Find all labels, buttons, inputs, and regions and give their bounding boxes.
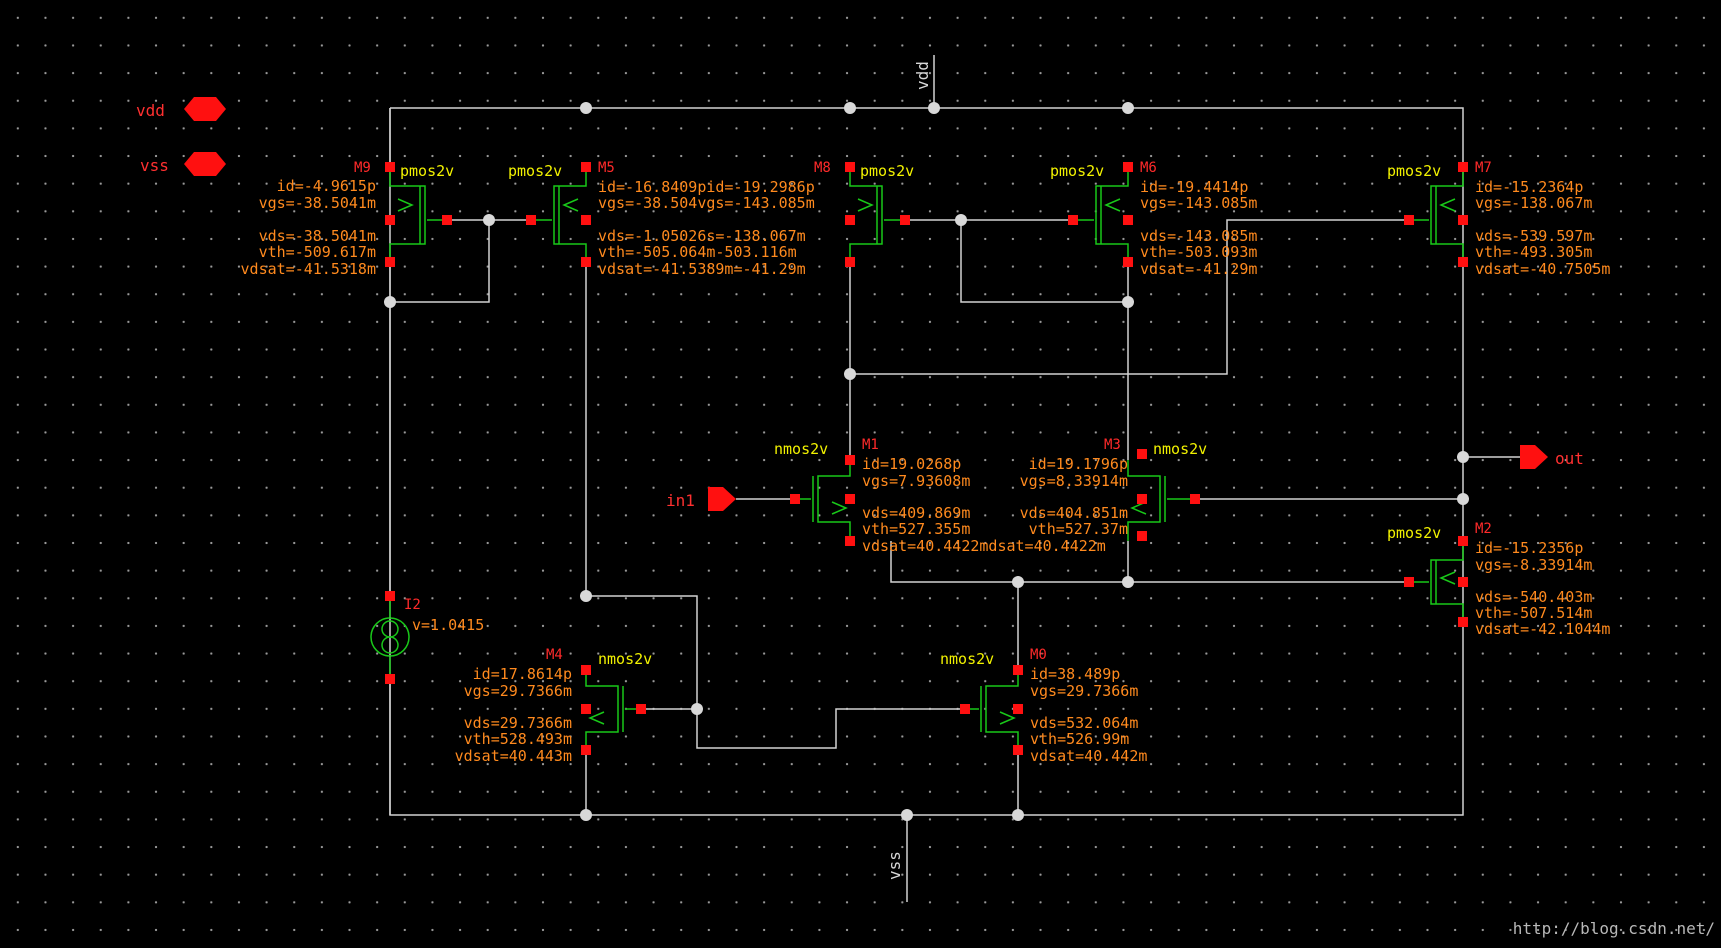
- m7-type: pmos2v: [1387, 162, 1441, 180]
- svg-text:vgs=8.33914m: vgs=8.33914m: [1020, 472, 1128, 490]
- svg-text:vth=-509.617m: vth=-509.617m: [259, 243, 376, 261]
- m7-name: M7: [1475, 160, 1492, 176]
- svg-text:id=-15.2364p: id=-15.2364p: [1475, 178, 1583, 196]
- svg-text:vdsat=-41.29m: vdsat=-41.29m: [1140, 260, 1257, 278]
- svg-text:vdsat=40.443m: vdsat=40.443m: [455, 747, 572, 765]
- junctions: [384, 102, 1469, 821]
- svg-text:id=38.489p: id=38.489p: [1030, 665, 1120, 683]
- svg-text:vth=-507.514m: vth=-507.514m: [1475, 604, 1592, 622]
- out-pin[interactable]: out: [1520, 445, 1584, 469]
- svg-text:id=-15.2356p: id=-15.2356p: [1475, 539, 1583, 557]
- svg-text:vth=-493.305m: vth=-493.305m: [1475, 243, 1592, 261]
- svg-text:vds=-1.05026s=-138.067m: vds=-1.05026s=-138.067m: [598, 227, 806, 245]
- svg-text:vdsat=-41.5318m: vdsat=-41.5318m: [241, 260, 376, 278]
- m8-type: pmos2v: [860, 162, 914, 180]
- in1-pin[interactable]: in1: [666, 487, 736, 511]
- svg-text:id=-16.8409pid=-19.2986p: id=-16.8409pid=-19.2986p: [598, 178, 815, 196]
- transistor-m6[interactable]: M6 pmos2v id=-19.4414p vgs=-143.085m vds…: [1050, 160, 1257, 278]
- svg-text:vds=404.851m: vds=404.851m: [1020, 504, 1128, 522]
- m0-name: M0: [1030, 647, 1047, 663]
- transistor-m8[interactable]: M8 pmos2v: [814, 160, 914, 267]
- svg-text:vgs=-138.067m: vgs=-138.067m: [1475, 194, 1592, 212]
- svg-text:vds=-540.403m: vds=-540.403m: [1475, 588, 1592, 606]
- svg-text:vgs=-38.5041m: vgs=-38.5041m: [259, 194, 376, 212]
- current-source-i2[interactable]: I2 v=1.0415: [370, 591, 484, 684]
- m3-name: M3: [1104, 437, 1121, 453]
- svg-text:vds=-38.5041m: vds=-38.5041m: [259, 227, 376, 245]
- m9-type: pmos2v: [400, 162, 454, 180]
- vss-pin[interactable]: vss: [140, 152, 226, 176]
- watermark: http://blog.csdn.net/: [1513, 919, 1715, 938]
- m8-name: M8: [814, 160, 831, 176]
- transistor-m3[interactable]: M3 nmos2v id=19.1796p vgs=8.33914m vds=4…: [1020, 437, 1208, 541]
- i2-name: I2: [404, 597, 421, 613]
- svg-text:id=19.1796p: id=19.1796p: [1029, 455, 1128, 473]
- m1-name: M1: [862, 437, 879, 453]
- svg-text:vdsat=-42.1044m: vdsat=-42.1044m: [1475, 620, 1610, 638]
- svg-text:vdsat=-41.5389m=-41.29m: vdsat=-41.5389m=-41.29m: [598, 260, 806, 278]
- svg-text:id=17.8614p: id=17.8614p: [473, 665, 572, 683]
- svg-text:vds=532.064m: vds=532.064m: [1030, 714, 1138, 732]
- svg-text:vds=409.869m: vds=409.869m: [862, 504, 970, 522]
- m6-type: pmos2v: [1050, 162, 1104, 180]
- m5-type: pmos2v: [508, 162, 562, 180]
- transistor-m0[interactable]: M0 nmos2v id=38.489p vgs=29.7366m vds=53…: [940, 647, 1147, 765]
- in1-pin-label: in1: [666, 491, 695, 510]
- svg-text:vdsat=-40.7505m: vdsat=-40.7505m: [1475, 260, 1610, 278]
- m9-name: M9: [354, 160, 371, 176]
- svg-text:vgs=7.93608m: vgs=7.93608m: [862, 472, 970, 490]
- svg-text:vgs=-38.504vgs=-143.085m: vgs=-38.504vgs=-143.085m: [598, 194, 815, 212]
- transistor-m2[interactable]: M2 pmos2v id=-15.2356p vgs=-8.33914m vds…: [1387, 521, 1610, 638]
- m6-name: M6: [1140, 160, 1157, 176]
- vss-net-label: vss: [885, 851, 904, 880]
- svg-text:vth=528.493m: vth=528.493m: [464, 730, 572, 748]
- transistor-m9[interactable]: M9 pmos2v id=-4.9615p vgs=-38.5041m vds=…: [241, 160, 455, 278]
- vss-pin-label: vss: [140, 156, 169, 175]
- svg-text:vgs=-8.33914m: vgs=-8.33914m: [1475, 556, 1592, 574]
- svg-text:vds=-539.597m: vds=-539.597m: [1475, 227, 1592, 245]
- m2-name: M2: [1475, 521, 1492, 537]
- m2-type: pmos2v: [1387, 524, 1441, 542]
- out-pin-label: out: [1555, 449, 1584, 468]
- m4-name: M4: [546, 647, 563, 663]
- svg-text:vgs=29.7366m: vgs=29.7366m: [464, 682, 572, 700]
- wires: [389, 55, 1520, 902]
- transistor-m7[interactable]: M7 pmos2v id=-15.2364p vgs=-138.067m vds…: [1387, 160, 1610, 278]
- vdd-pin[interactable]: vdd: [136, 97, 226, 121]
- svg-text:id=-19.4414p: id=-19.4414p: [1140, 178, 1248, 196]
- svg-text:vdsat=40.4422mdsat=40.4422m: vdsat=40.4422mdsat=40.4422m: [862, 537, 1106, 555]
- transistor-m4[interactable]: M4 nmos2v id=17.8614p vgs=29.7366m vds=2…: [455, 647, 653, 765]
- m5-name: M5: [598, 160, 615, 176]
- vdd-pin-label: vdd: [136, 101, 165, 120]
- svg-text:vdsat=40.442m: vdsat=40.442m: [1030, 747, 1147, 765]
- m0-type: nmos2v: [940, 650, 994, 668]
- svg-text:id=-4.9615p: id=-4.9615p: [277, 177, 376, 195]
- transistor-m1[interactable]: M1 nmos2v id=19.0268p vgs=7.93608m vds=4…: [774, 437, 1106, 555]
- i2-value: v=1.0415: [412, 616, 484, 634]
- svg-text:vds=29.7366m: vds=29.7366m: [464, 714, 572, 732]
- svg-text:id=19.0268p: id=19.0268p: [862, 455, 961, 473]
- transistor-m5[interactable]: M5 pmos2v id=-16.8409pid=-19.2986p vgs=-…: [508, 160, 815, 278]
- svg-text:vth=526.99m: vth=526.99m: [1030, 730, 1129, 748]
- svg-text:vth=-503.093m: vth=-503.093m: [1140, 243, 1257, 261]
- vdd-net-label: vdd: [913, 61, 932, 90]
- m3-type: nmos2v: [1153, 440, 1207, 458]
- m1-type: nmos2v: [774, 440, 828, 458]
- svg-text:vth=527.37m: vth=527.37m: [1029, 520, 1128, 538]
- svg-text:vds=-143.085m: vds=-143.085m: [1140, 227, 1257, 245]
- svg-text:vth=-505.064m-503.116m: vth=-505.064m-503.116m: [598, 243, 797, 261]
- svg-text:vth=527.355m: vth=527.355m: [862, 520, 970, 538]
- svg-text:vgs=29.7366m: vgs=29.7366m: [1030, 682, 1138, 700]
- m4-type: nmos2v: [598, 650, 652, 668]
- svg-text:vgs=-143.085m: vgs=-143.085m: [1140, 194, 1257, 212]
